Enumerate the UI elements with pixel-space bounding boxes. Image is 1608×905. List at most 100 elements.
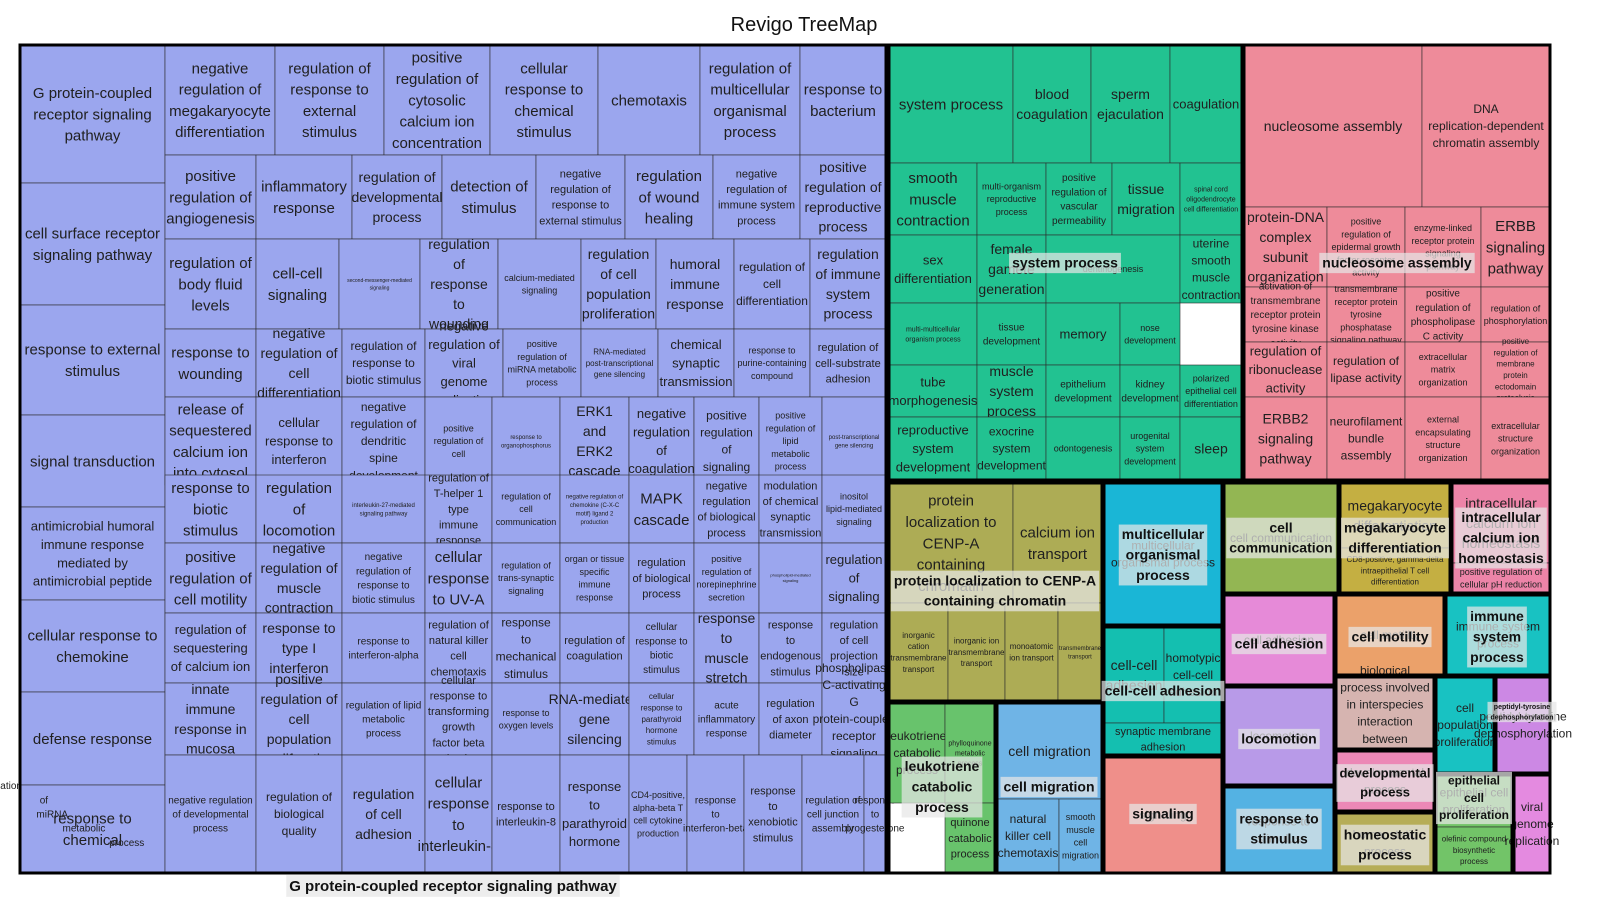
treemap-tile-response-to-parathyroid-hormone bbox=[559, 754, 630, 874]
treemap-tile-erbb-signaling-pathway bbox=[1480, 206, 1551, 288]
group-label-background bbox=[1348, 626, 1432, 648]
treemap-tile-cellular-response-to-chemokine bbox=[19, 599, 166, 693]
treemap-tile-negative-regulation-of-developmental-process bbox=[164, 754, 257, 874]
treemap-tile-modulation-of-chemical-synaptic-transmission bbox=[758, 474, 823, 544]
treemap-tile-smooth-muscle-cell-migration bbox=[1058, 798, 1103, 874]
treemap-tile-regulation-of-response-to-biotic-stimulus bbox=[341, 328, 426, 398]
group-label-background bbox=[1340, 824, 1430, 866]
treemap-tile-regulation-of-response-to-external-stimulus bbox=[274, 44, 385, 156]
treemap-tile-exocrine-system-development bbox=[976, 416, 1047, 481]
treemap-tile-activation-of-transmembrane-receptor-protein-tyrosine-kinase bbox=[1243, 286, 1328, 343]
group-frame-homeostatic-process bbox=[1334, 811, 1436, 875]
treemap-tile-smooth-muscle-contraction bbox=[888, 162, 978, 236]
tile-label: defense response bbox=[33, 731, 152, 748]
treemap-tile-inflammatory-response bbox=[255, 154, 353, 240]
treemap-tile-synaptic-membrane-adhesion bbox=[1103, 722, 1223, 756]
treemap-tile-spinal-cord-oligodendrocyte-cell-differentiation bbox=[1179, 162, 1243, 236]
treemap-tile-regulation-of-wound-healing bbox=[624, 154, 714, 240]
treemap-tile-cellular-response-to-interleukin-8 bbox=[424, 754, 493, 874]
group-label-background bbox=[286, 875, 620, 897]
treemap-tile-response-to-bacterium bbox=[799, 44, 887, 156]
group-label-background bbox=[901, 756, 983, 818]
treemap-tile-regulation-of-developmental-process bbox=[351, 154, 443, 240]
group-frame-cell-migration bbox=[995, 701, 1104, 875]
treemap-tile-response-to-purine-containing-compound bbox=[733, 328, 811, 398]
treemap-tile-positive-regulation-of-mirna-metabolic-process bbox=[502, 328, 582, 398]
treemap-tile-cellular-response-to-interferon bbox=[255, 396, 343, 486]
group-label-signaling: signaling bbox=[1132, 805, 1193, 821]
tile-label: odontogenesis bbox=[1054, 444, 1113, 454]
treemap-tile-regulation-of-t-helper-1-type-immune-response bbox=[424, 474, 493, 544]
treemap-tile-cell-cell-signaling bbox=[255, 238, 340, 330]
group-frame-nucleosome-assembly bbox=[1242, 43, 1552, 482]
treemap-tile-external-encapsulating-structure-organization bbox=[1404, 396, 1482, 481]
treemap-tile-regulation-of-biological-process bbox=[628, 542, 695, 614]
group-frame-cell-motility bbox=[1334, 593, 1446, 677]
group-frame-g-protein-coupled-receptor-signaling-pathway bbox=[18, 43, 888, 875]
treemap-tile-response-to-interferon-alpha bbox=[341, 612, 426, 684]
treemap-tile-positive-regulation-of-epidermal-growth-factor-receptor-acti bbox=[1326, 206, 1406, 288]
treemap-tile-rna-mediated-post-transcriptional-gene-silencing bbox=[580, 328, 659, 398]
treemap-tile-nose-development bbox=[1119, 302, 1181, 366]
group-label-background bbox=[1236, 808, 1322, 850]
group-frame-locomotion bbox=[1222, 685, 1336, 787]
group-label-background bbox=[1118, 524, 1208, 586]
treemap-tile-calcium-mediated-signaling bbox=[497, 238, 582, 330]
treemap-tile-mapk-cascade bbox=[628, 474, 695, 544]
treemap-tile-phospholipase-c-activating-g-protein-coupled-receptor-signal bbox=[821, 682, 887, 756]
treemap-tile-regulation-of-natural-killer-cell-chemotaxis bbox=[424, 612, 493, 684]
treemap-tile-innate-immune-response-in-mucosa bbox=[164, 682, 257, 756]
treemap-tile-epithelium-development bbox=[1045, 364, 1121, 418]
treemap-tile-positive-regulation-of-phospholipase-c-activity bbox=[1404, 286, 1482, 343]
treemap-tile-regulation-of-sequestering-of-calcium-ion bbox=[164, 612, 257, 684]
treemap-tile-release-of-sequestered-calcium-ion-into-cytosol bbox=[164, 396, 257, 486]
treemap-tile-negative-regulation-of-biological-process bbox=[693, 474, 760, 544]
treemap-tile-regulation-of-ribonuclease-activity bbox=[1243, 341, 1328, 398]
tile-label: chemotaxis bbox=[611, 92, 687, 109]
treemap-tile-blood-coagulation bbox=[1012, 44, 1092, 164]
treemap-tile-erk1-and-erk2-cascade bbox=[559, 396, 630, 486]
treemap-tile-negative-regulation-of-cell-differentiation bbox=[255, 328, 343, 398]
treemap-tile-coagulation bbox=[1169, 44, 1243, 164]
